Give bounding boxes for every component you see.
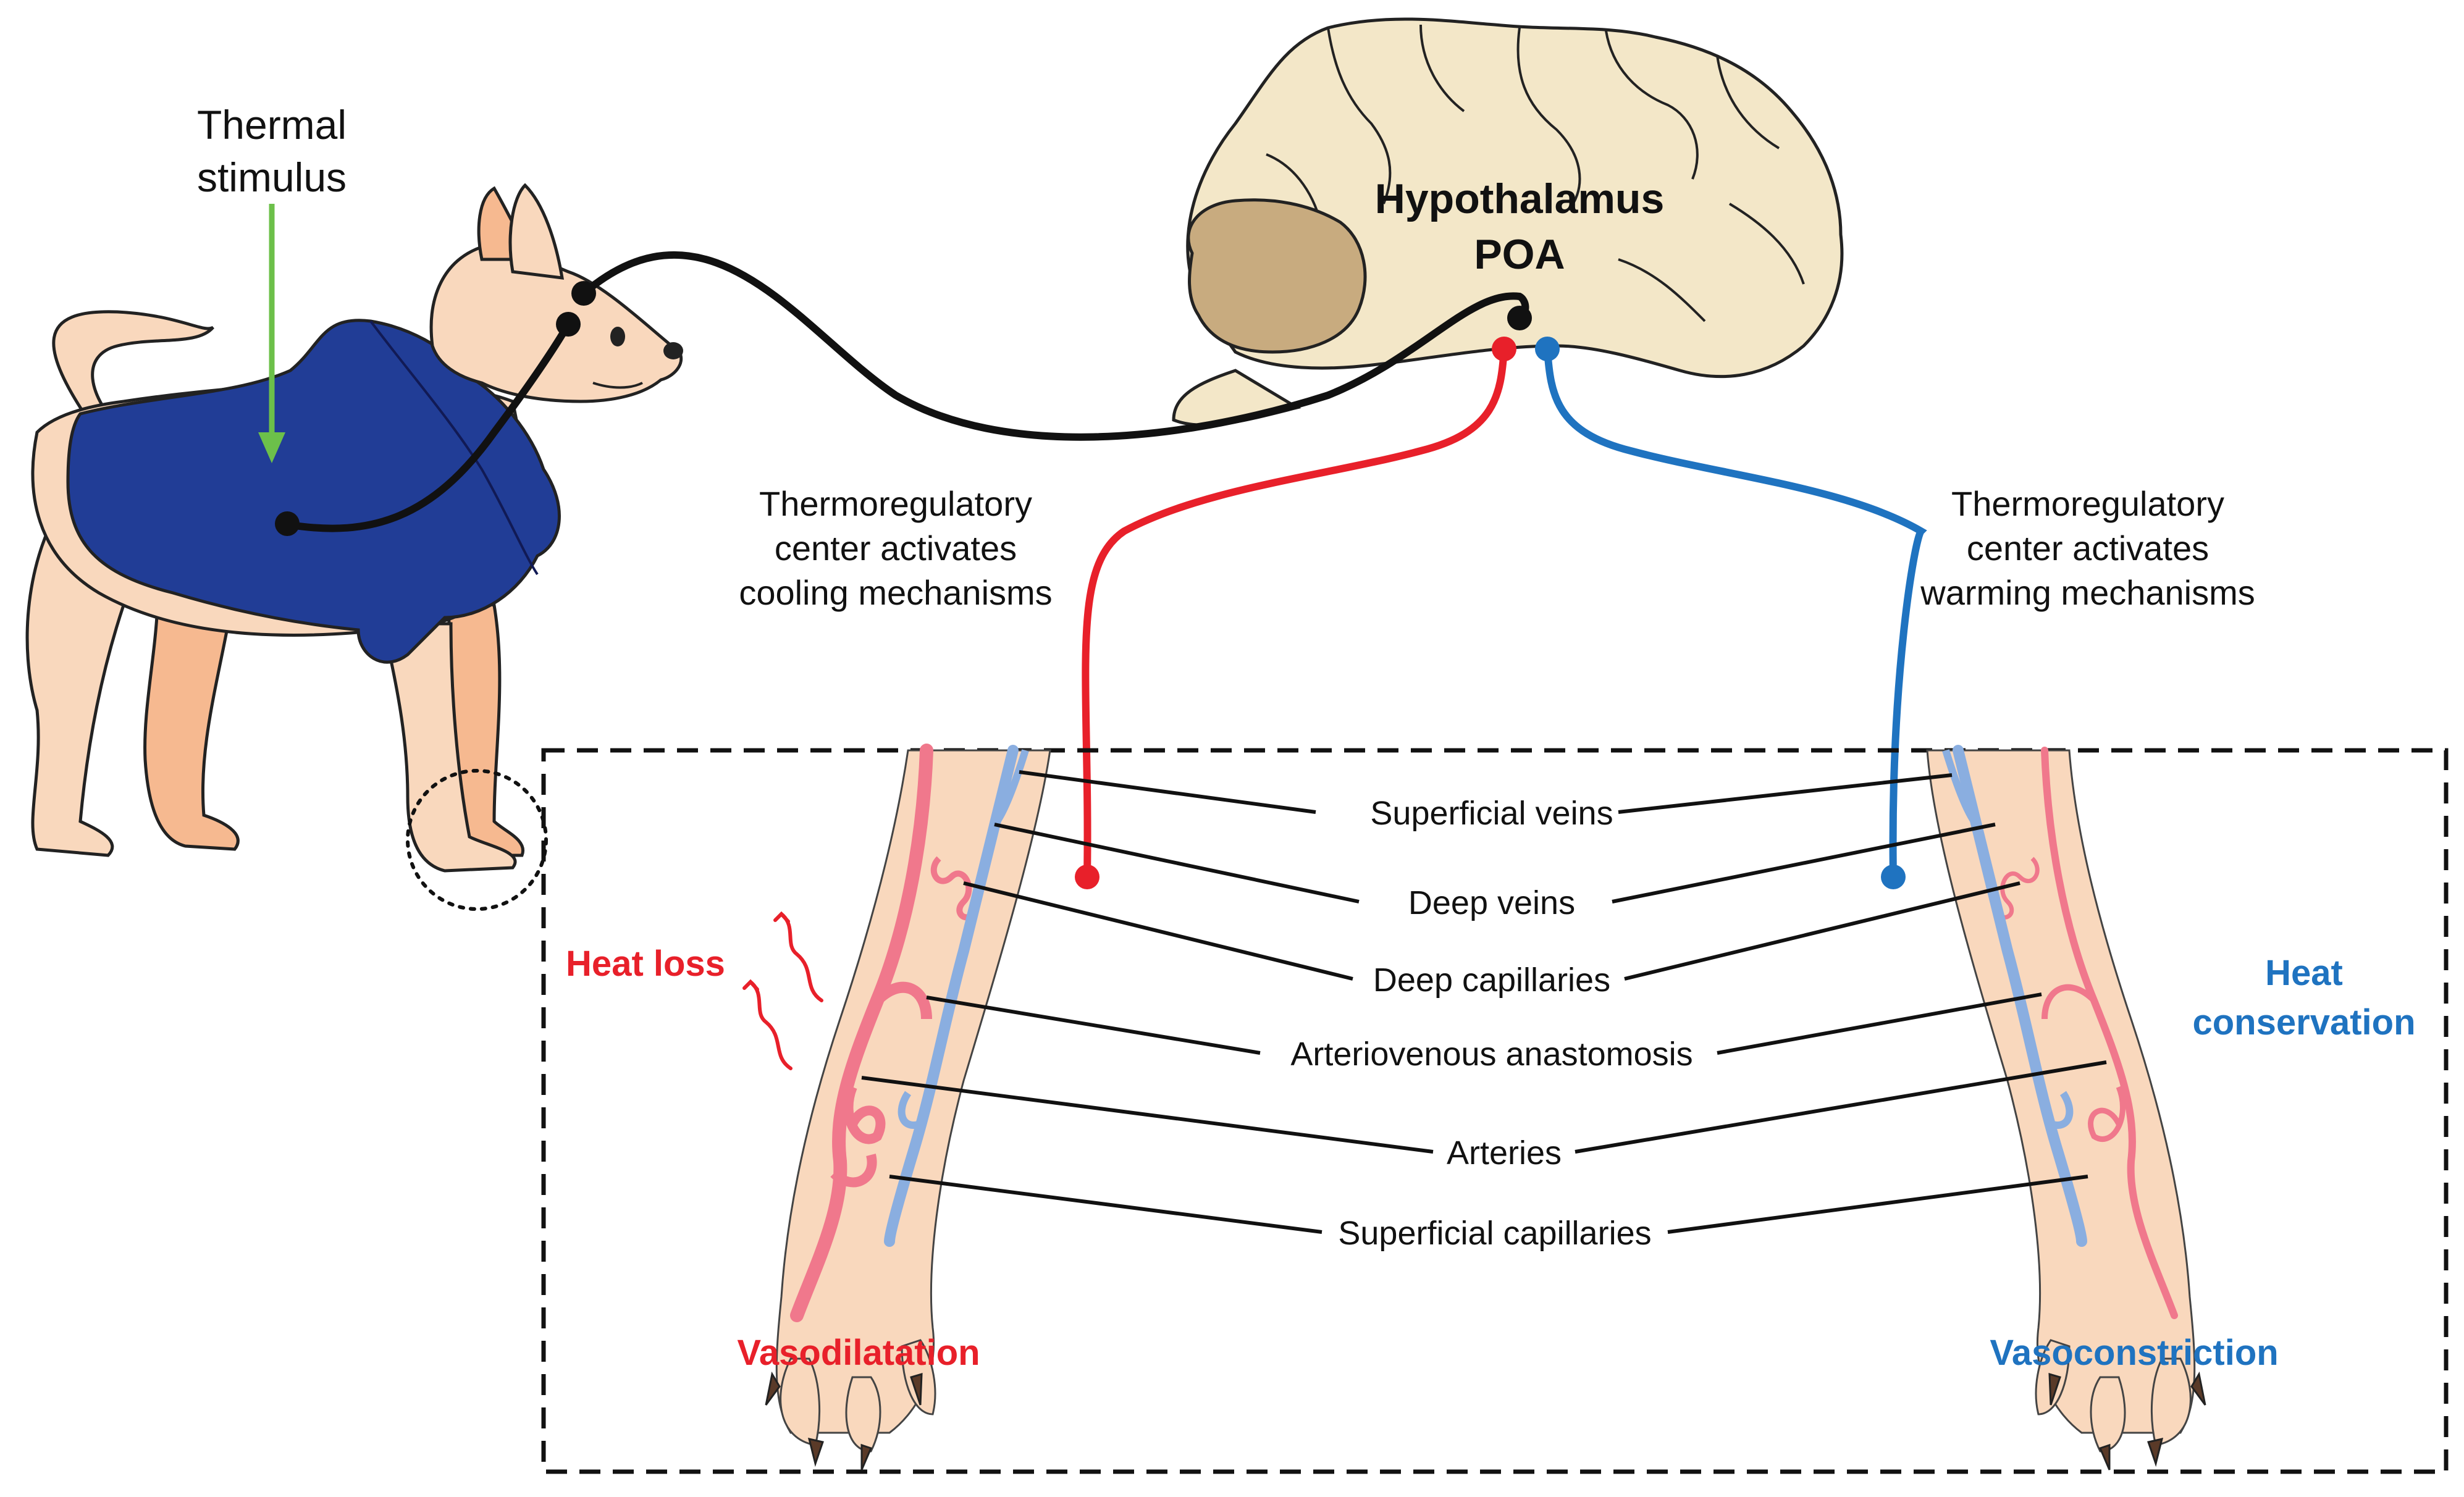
- afferent-pathway-head: [580, 251, 1529, 441]
- left-leg-vasodilated: [765, 744, 1051, 1470]
- tissue-label-arteries: Arteries: [1447, 1134, 1562, 1172]
- warming-text-line3: warming mechanisms: [1920, 573, 2255, 612]
- vasoconstriction-label: Vasoconstriction: [1990, 1333, 2278, 1373]
- thermal-stimulus-arrow: [258, 204, 285, 463]
- brain-illustration: [1172, 17, 1844, 427]
- dog-illustration: [25, 183, 683, 873]
- dog-coat-seam: [369, 320, 539, 576]
- right-vein: [1953, 745, 2087, 1247]
- dog-nose: [663, 342, 683, 359]
- sensor-dot-body: [275, 511, 300, 536]
- cooling-text-line2: center activates: [775, 529, 1017, 568]
- right-artery: [2041, 747, 2178, 1319]
- dog-tail: [52, 310, 214, 435]
- right-leg-skin: [1926, 749, 2196, 1434]
- right-claws: [2048, 1371, 2206, 1470]
- warming-dot-top: [1535, 337, 1560, 361]
- cerebellum: [1187, 198, 1367, 354]
- cooling-pathway: [1082, 345, 1508, 881]
- cooling-dot-top: [1492, 337, 1516, 361]
- stimulus-label-line1: Thermal: [197, 102, 347, 148]
- sensor-dot-head: [571, 281, 596, 306]
- left-artery: [790, 744, 933, 1322]
- heat-conservation-label-line1: Heat: [2265, 953, 2343, 993]
- left-claws: [765, 1371, 923, 1470]
- heat-conservation-label-line2: conservation: [2193, 1002, 2416, 1042]
- right-leg-vasoconstricted: [1926, 745, 2206, 1470]
- warming-text-line2: center activates: [1967, 529, 2209, 568]
- afferent-pathway-body: [287, 321, 572, 532]
- heat-loss-arrows: [742, 911, 823, 1070]
- tissue-label-deep-capillaries: Deep capillaries: [1373, 962, 1610, 999]
- warming-pathway: [1544, 345, 1927, 881]
- brain-title: Hypothalamus: [1375, 175, 1665, 222]
- cooling-dot-bottom: [1075, 865, 1100, 889]
- dog-mouth: [592, 382, 643, 389]
- vasodilatation-label: Vasodilatation: [737, 1333, 980, 1373]
- cooling-text-line1: Thermoregulatory: [759, 484, 1032, 523]
- dog-eye: [610, 327, 625, 346]
- warming-text-line1: Thermoregulatory: [1951, 484, 2224, 523]
- tissue-label-arteriovenous-anastomosis: Arteriovenous anastomosis: [1290, 1036, 1692, 1073]
- heat-loss-label: Heat loss: [566, 944, 725, 984]
- tissue-label-deep-veins: Deep veins: [1408, 884, 1575, 921]
- poa-dot: [1507, 306, 1532, 330]
- tissue-leader-lines: [861, 770, 2107, 1234]
- cooling-text-line3: cooling mechanisms: [739, 573, 1052, 612]
- stimulus-label-line2: stimulus: [197, 154, 347, 200]
- tissue-label-superficial-capillaries: Superficial capillaries: [1338, 1215, 1651, 1252]
- left-leg-skin: [775, 749, 1051, 1434]
- tissue-label-superficial-veins: Superficial veins: [1370, 795, 1613, 832]
- left-vein: [884, 745, 1019, 1247]
- warming-dot-bottom: [1881, 865, 1906, 889]
- brain-subtitle: POA: [1474, 231, 1565, 278]
- paw-detail-panel: [541, 748, 2449, 1474]
- sensor-dot-neck: [556, 312, 581, 337]
- dog-ear-front: [508, 183, 565, 280]
- paw-highlight-circle: [406, 769, 548, 911]
